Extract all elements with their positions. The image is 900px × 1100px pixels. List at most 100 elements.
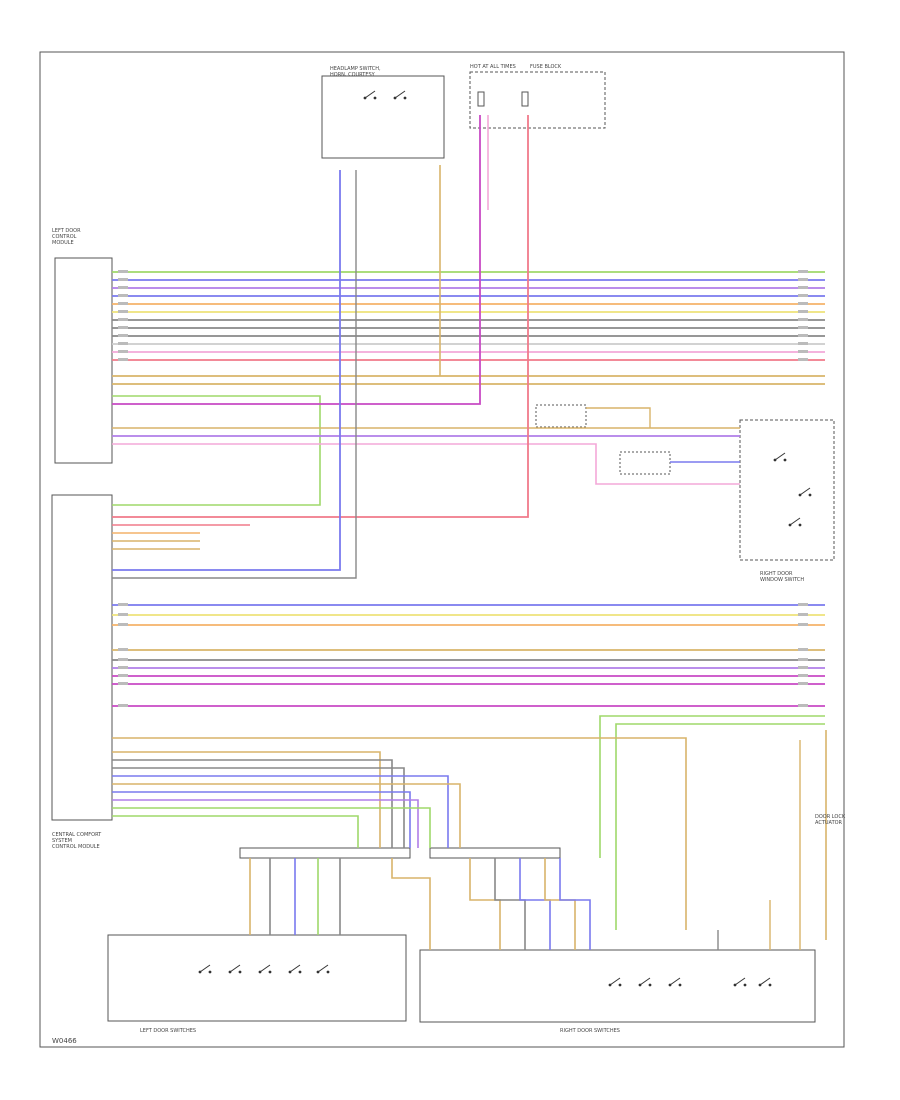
wire-red-up [112, 115, 529, 518]
pin-a-end-6 [798, 318, 808, 321]
rs-switch-3-blade [789, 517, 801, 526]
pin-a-1 [118, 278, 128, 281]
bl-switch-1-blade [229, 964, 241, 973]
br-switch-2-b [678, 983, 682, 987]
wire-fan-2 [112, 767, 405, 848]
pin-a-4 [118, 302, 128, 305]
pin-a-11 [118, 358, 128, 361]
br-switch-3-blade [734, 977, 746, 986]
wire-fan-0 [112, 751, 381, 848]
pin-b-end-8 [798, 704, 808, 707]
bl-switch-4-blade [317, 964, 329, 973]
pin-a-0 [118, 270, 128, 273]
bottom-left-switch-box [107, 934, 407, 1022]
bl-switch-2-blade [259, 964, 271, 973]
bl-switch-3-b [298, 970, 302, 974]
wire-grey-up [112, 170, 357, 579]
br-switch-2-blade [669, 977, 681, 986]
center-module-box [51, 494, 113, 821]
pin-a-end-7 [798, 326, 808, 329]
bl-switch-4-b [326, 970, 330, 974]
pin-b-4 [118, 658, 128, 661]
pin-b-2 [118, 623, 128, 626]
right-switch-box [739, 419, 835, 561]
wire-drop-mid [391, 858, 431, 950]
pin-a-end-10 [798, 350, 808, 353]
pin-b-3 [118, 648, 128, 651]
pin-b-end-6 [798, 674, 808, 677]
headlamp-switch-box [321, 75, 445, 159]
bl-switch-0-blade [199, 964, 211, 973]
pin-a-7 [118, 326, 128, 329]
center-module-label-1: SYSTEM [52, 838, 72, 844]
fuse-block-box [469, 71, 606, 129]
sensor-box-1 [535, 404, 587, 428]
wire-drop-right-0 [469, 858, 501, 950]
hs-switch-1-b [373, 96, 377, 100]
page-code: W0466 [52, 1037, 77, 1045]
bottom-left-label: LEFT DOOR SWITCHES [140, 1028, 196, 1034]
pin-a-end-9 [798, 342, 808, 345]
wire-fan-4 [112, 783, 461, 848]
outer-border [39, 51, 845, 1048]
right-switch-label-2: WINDOW SWITCH [760, 577, 804, 583]
bl-switch-2-b [268, 970, 272, 974]
pin-a-10 [118, 350, 128, 353]
wire-green-716 [599, 715, 825, 858]
rs-switch-1-b [783, 458, 787, 462]
wire-tan-sensor [586, 407, 651, 428]
splice-left [239, 847, 411, 859]
rs-switch-1-blade [774, 452, 786, 461]
hs-switch-2-blade [394, 90, 406, 99]
wire-green-724 [615, 723, 825, 930]
left-module-label-2: MODULE [52, 240, 74, 246]
pin-b-end-1 [798, 613, 808, 616]
headlamp-switch-label-2: HORN, COURTESY [330, 72, 376, 78]
wire-drop-right-4 [559, 858, 591, 950]
pin-a-9 [118, 342, 128, 345]
pin-a-end-8 [798, 334, 808, 337]
hs-switch-2-b [403, 96, 407, 100]
bl-switch-1-b [238, 970, 242, 974]
pin-b-end-3 [798, 648, 808, 651]
pin-a-end-0 [798, 270, 808, 273]
pin-b-end-0 [798, 603, 808, 606]
splice-right [429, 847, 561, 859]
rs-switch-2-blade [799, 487, 811, 496]
left-module-label-1: CONTROL [52, 234, 77, 240]
pin-b-end-7 [798, 682, 808, 685]
left-module-box [54, 257, 113, 464]
fuse-block-label-1: HOT AT ALL TIMES [470, 64, 516, 70]
wire-fan-3 [112, 775, 449, 848]
br-switch-4-b [768, 983, 772, 987]
pin-a-8 [118, 334, 128, 337]
wire-blue-up [112, 170, 341, 571]
wires [112, 115, 827, 950]
left-module-label-0: LEFT DOOR [52, 228, 81, 234]
wire-green-loop [112, 395, 321, 506]
pin-b-5 [118, 666, 128, 669]
rs-switch-2-b [808, 493, 812, 497]
wire-fan-8 [112, 815, 359, 848]
wire-fan-5 [112, 791, 411, 848]
pin-b-0 [118, 603, 128, 606]
wire-fan-1 [112, 759, 393, 848]
pin-b-7 [118, 682, 128, 685]
sensor-box-2 [619, 451, 671, 475]
br-switch-0-blade [609, 977, 621, 986]
pin-b-6 [118, 674, 128, 677]
bottom-right-label: RIGHT DOOR SWITCHES [560, 1028, 620, 1034]
wire-magenta-up [112, 115, 481, 405]
pin-a-end-5 [798, 310, 808, 313]
fuse-1 [477, 91, 485, 107]
pin-a-5 [118, 310, 128, 313]
pin-a-end-11 [798, 358, 808, 361]
br-switch-0-b [618, 983, 622, 987]
pin-b-8 [118, 704, 128, 707]
center-module-label-2: CONTROL MODULE [52, 844, 100, 850]
right-switch-label-1: RIGHT DOOR [760, 571, 793, 577]
pin-a-3 [118, 294, 128, 297]
pin-b-end-5 [798, 666, 808, 669]
pin-a-end-2 [798, 286, 808, 289]
